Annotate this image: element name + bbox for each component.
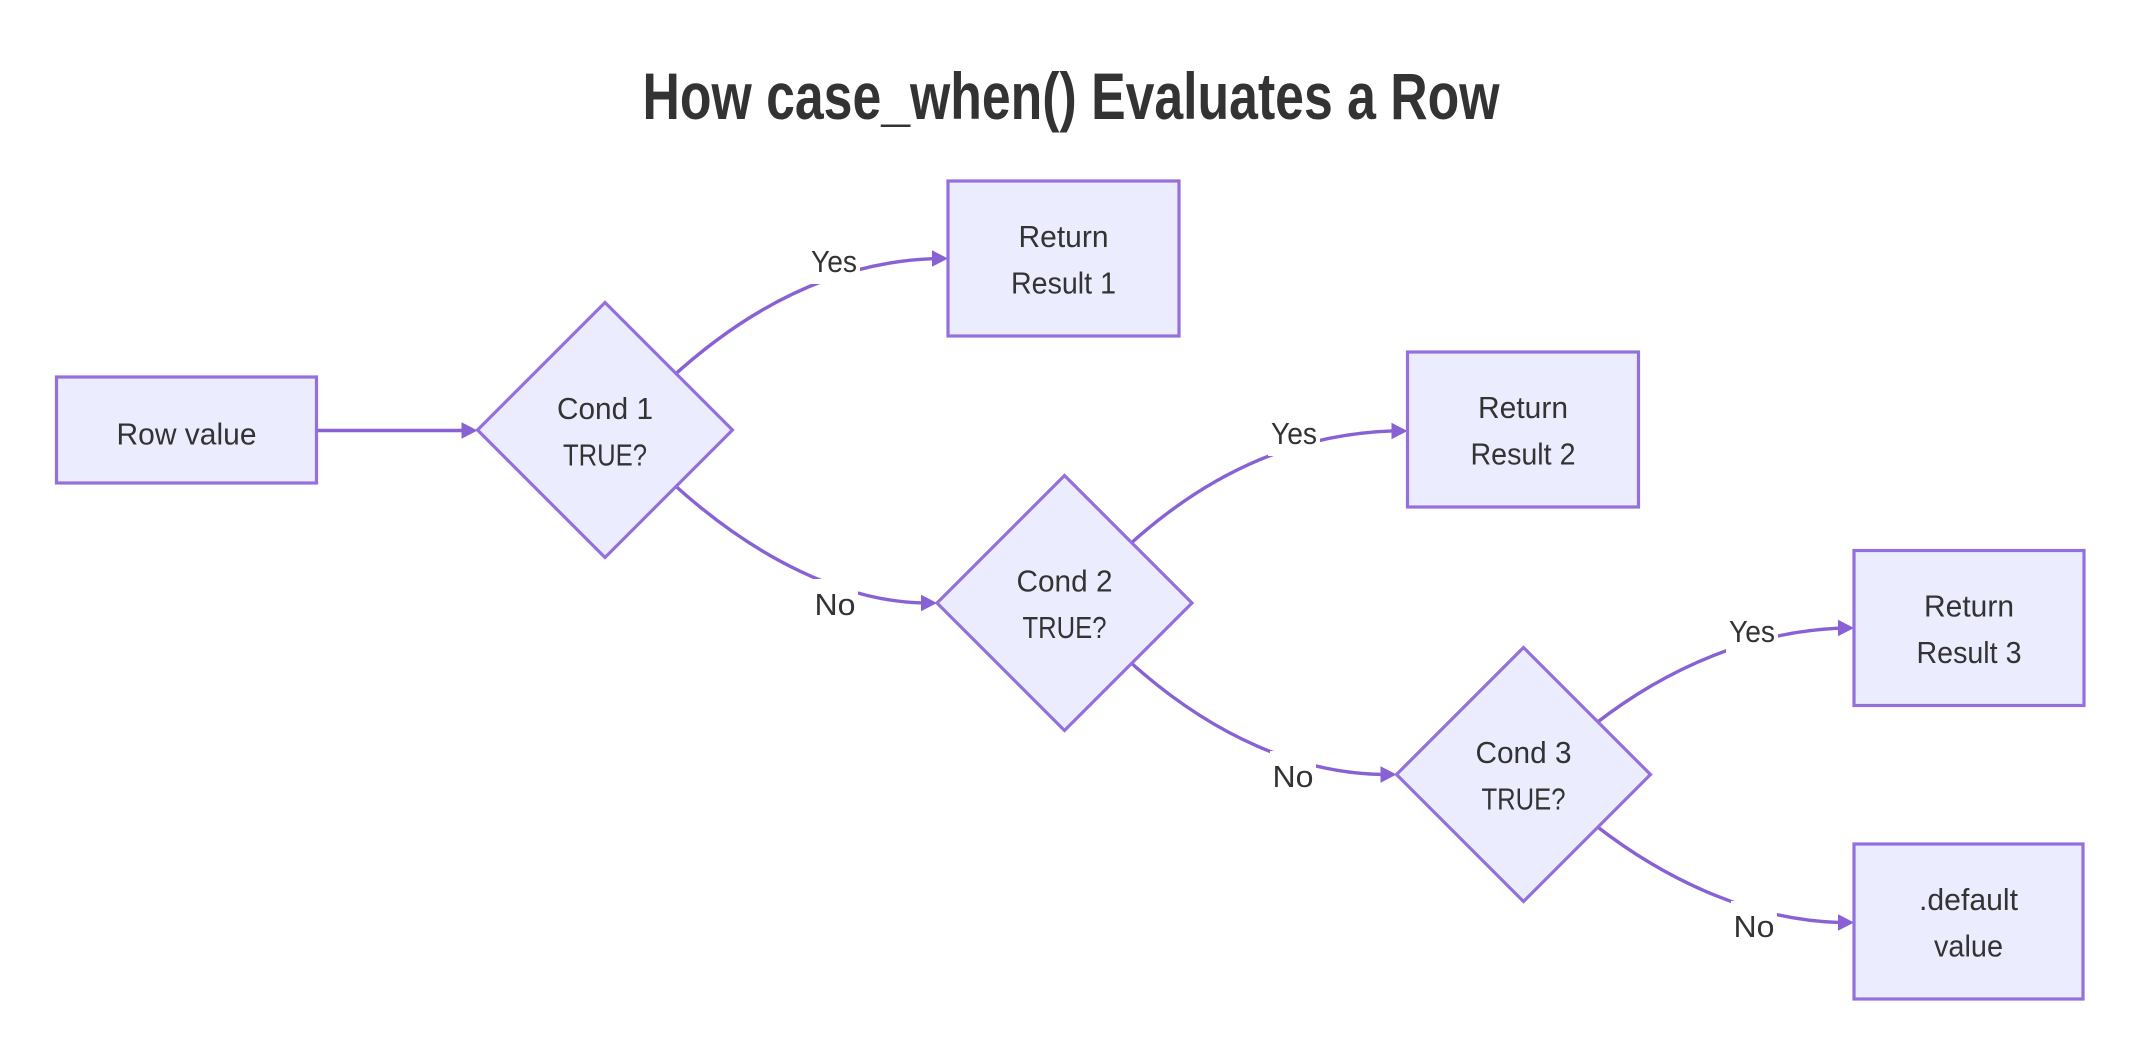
svg-text:Return: Return (1478, 390, 1568, 425)
svg-text:TRUE?: TRUE? (1023, 610, 1107, 645)
svg-text:No: No (815, 587, 856, 622)
svg-text:value: value (1934, 928, 2003, 963)
svg-text:How case_when() Evaluates a Ro: How case_when() Evaluates a Row (643, 59, 1501, 133)
svg-text:Result 3: Result 3 (1917, 635, 2022, 670)
svg-text:Result 1: Result 1 (1011, 265, 1116, 300)
svg-text:Row value: Row value (117, 417, 257, 452)
svg-text:Cond 3: Cond 3 (1476, 735, 1572, 770)
svg-text:Return: Return (1924, 588, 2014, 623)
svg-text:TRUE?: TRUE? (1482, 781, 1566, 816)
svg-text:Return: Return (1019, 219, 1109, 254)
svg-text:TRUE?: TRUE? (563, 437, 647, 472)
svg-text:Yes: Yes (1729, 614, 1775, 649)
svg-text:Yes: Yes (811, 244, 857, 279)
svg-text:Yes: Yes (1271, 416, 1317, 451)
svg-text:No: No (1734, 909, 1775, 944)
svg-text:Result 2: Result 2 (1471, 436, 1576, 471)
svg-text:Cond 2: Cond 2 (1017, 563, 1113, 598)
svg-text:Cond 1: Cond 1 (557, 391, 653, 426)
svg-text:No: No (1273, 759, 1314, 794)
svg-text:.default: .default (1919, 882, 2018, 917)
